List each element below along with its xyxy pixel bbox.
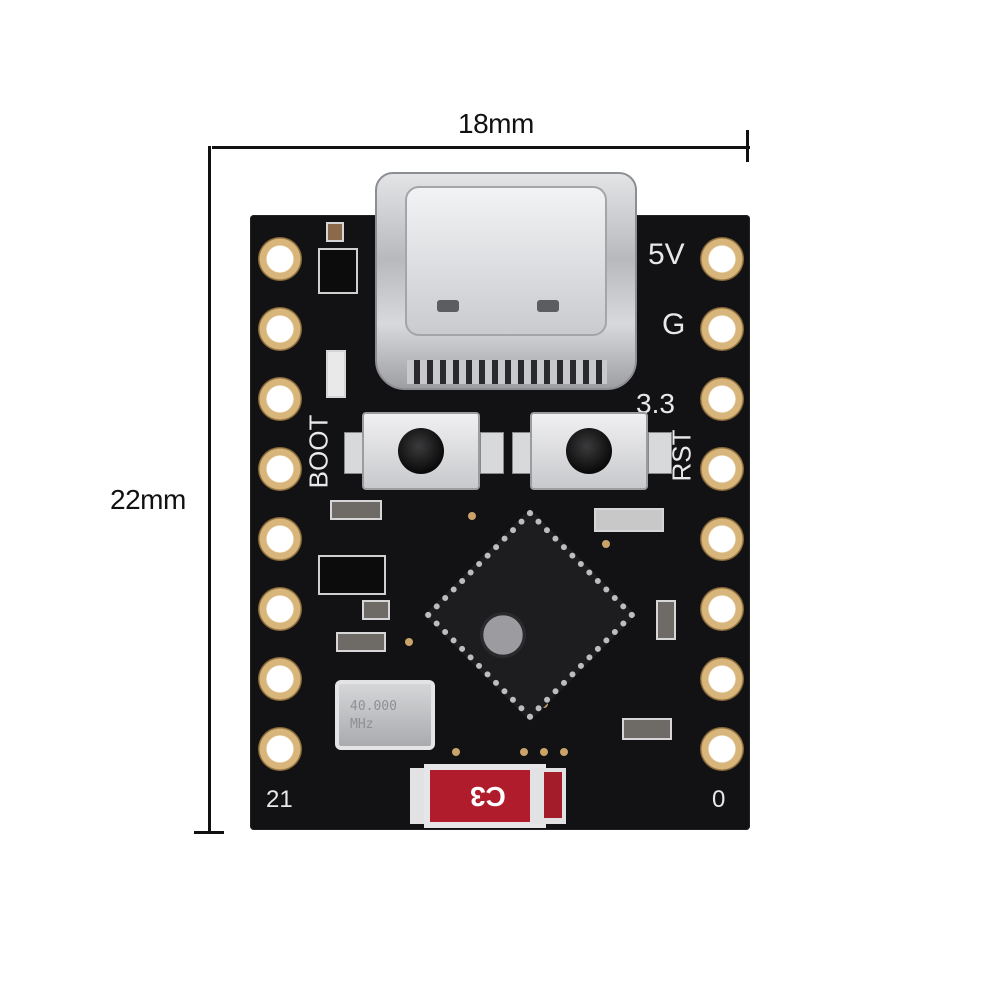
left-pad-7 xyxy=(258,657,302,701)
right-pad-1 xyxy=(700,237,744,281)
usb-c-receptacle xyxy=(405,186,607,336)
usb-pins xyxy=(407,360,607,384)
right-pad-8 xyxy=(700,727,744,771)
silk-pin-0: 0 xyxy=(712,786,726,813)
rst-button-cap xyxy=(566,428,612,474)
smd-led-left xyxy=(326,350,346,398)
boot-button-cap xyxy=(398,428,444,474)
left-pad-1 xyxy=(258,237,302,281)
right-pad-5 xyxy=(700,517,744,561)
silk-g: G xyxy=(662,308,686,341)
rst-button[interactable] xyxy=(530,412,648,490)
right-pad-2 xyxy=(700,307,744,351)
left-pad-3 xyxy=(258,377,302,421)
right-pad-7 xyxy=(700,657,744,701)
via xyxy=(560,748,568,756)
antenna-label: C3 xyxy=(470,781,506,812)
smd-cap-1 xyxy=(330,500,382,520)
smd-cap-5 xyxy=(656,600,676,640)
smd-resistor-top xyxy=(326,222,344,242)
smd-transistor xyxy=(318,555,386,595)
silk-5v: 5V xyxy=(648,238,685,271)
crystal-label: 40.000 MHz xyxy=(350,698,397,734)
crystal-unit: MHz xyxy=(350,717,374,732)
right-pad-6 xyxy=(700,587,744,631)
regulator xyxy=(318,248,358,294)
width-dimension-tick-right xyxy=(746,130,749,162)
smd-cap-3 xyxy=(336,632,386,652)
usb-slot-right xyxy=(537,300,559,312)
via xyxy=(452,748,460,756)
smd-cap-4 xyxy=(622,718,672,740)
silk-boot: BOOT xyxy=(303,414,334,489)
via xyxy=(520,748,528,756)
silk-pin-21: 21 xyxy=(266,786,293,813)
via xyxy=(540,748,548,756)
ceramic-antenna xyxy=(430,770,540,822)
via xyxy=(468,512,476,520)
left-pad-2 xyxy=(258,307,302,351)
antenna-end-cap xyxy=(410,768,430,824)
usb-slot-left xyxy=(437,300,459,312)
width-dimension-label: 18mm xyxy=(458,108,534,139)
via xyxy=(405,638,413,646)
via xyxy=(602,540,610,548)
crystal-oscillator xyxy=(335,680,435,750)
boot-button[interactable] xyxy=(362,412,480,490)
right-pad-3 xyxy=(700,377,744,421)
right-pad-4 xyxy=(700,447,744,491)
left-pad-4 xyxy=(258,447,302,491)
boot-button-lug-right xyxy=(480,432,504,474)
left-pad-8 xyxy=(258,727,302,771)
espressif-logo xyxy=(480,612,526,658)
height-dimension-label: 22mm xyxy=(110,484,186,515)
antenna-terminal-inner xyxy=(544,772,562,818)
left-pad-6 xyxy=(258,587,302,631)
left-pad-5 xyxy=(258,517,302,561)
rst-button-lug-right xyxy=(648,432,672,474)
usb-c-connector xyxy=(375,172,637,390)
height-dimension-line xyxy=(208,146,211,834)
smd-led-right xyxy=(594,508,664,532)
width-dimension-line xyxy=(212,146,750,149)
height-dimension-tick-bottom xyxy=(194,831,224,834)
smd-cap-2 xyxy=(362,600,390,620)
crystal-freq: 40.000 xyxy=(350,699,397,714)
